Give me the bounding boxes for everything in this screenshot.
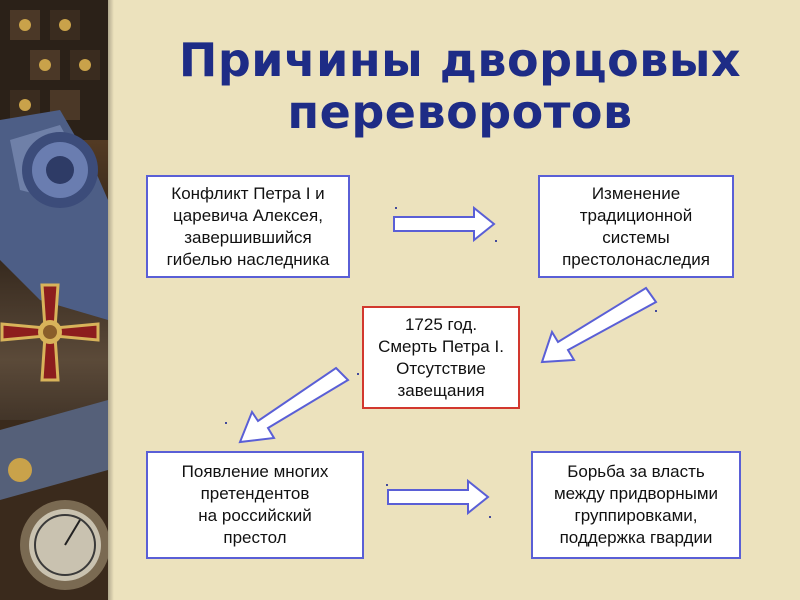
- arrow-down-left-icon: [540, 286, 658, 364]
- title-line-2: переворотов: [287, 85, 633, 139]
- decorative-dot: [495, 240, 497, 242]
- decorative-dot: [395, 207, 397, 209]
- medals-illustration-icon: [0, 0, 108, 600]
- cause-box-power-struggle: Борьба за власть между придворными групп…: [531, 451, 741, 559]
- cause-box-power-struggle-text: Борьба за власть между придворными групп…: [553, 462, 719, 547]
- cause-box-conflict-text: Конфликт Петра I и царевича Алексея, зав…: [166, 183, 330, 269]
- cause-box-conflict: Конфликт Петра I и царевича Алексея, зав…: [146, 175, 350, 278]
- arrow-down-left-icon: [238, 366, 350, 444]
- title-line-1: Причины дворцовых: [178, 33, 742, 87]
- decorative-sidebar-image: [0, 0, 108, 600]
- decorative-dot: [357, 373, 359, 375]
- cause-box-many-pretenders: Появление многих претендентов на российс…: [146, 451, 364, 559]
- arrow-right-icon: [393, 205, 496, 243]
- decorative-dot: [489, 516, 491, 518]
- cause-box-peter-death: 1725 год. Смерть Петра I. Отсутствие зав…: [362, 306, 520, 409]
- cause-box-many-pretenders-text: Появление многих претендентов на российс…: [181, 462, 329, 547]
- sidebar-shadow: [108, 0, 114, 600]
- decorative-dot: [225, 422, 227, 424]
- cause-box-succession-change: Изменение традиционной системы престолон…: [538, 175, 734, 278]
- cause-box-succession-change-text: Изменение традиционной системы престолон…: [562, 183, 710, 269]
- cause-box-peter-death-text: 1725 год. Смерть Петра I. Отсутствие зав…: [378, 314, 504, 400]
- arrow-right-icon: [387, 478, 490, 516]
- decorative-dot: [386, 484, 388, 486]
- decorative-dot: [655, 310, 657, 312]
- page-title: Причины дворцовых переворотов: [120, 34, 800, 138]
